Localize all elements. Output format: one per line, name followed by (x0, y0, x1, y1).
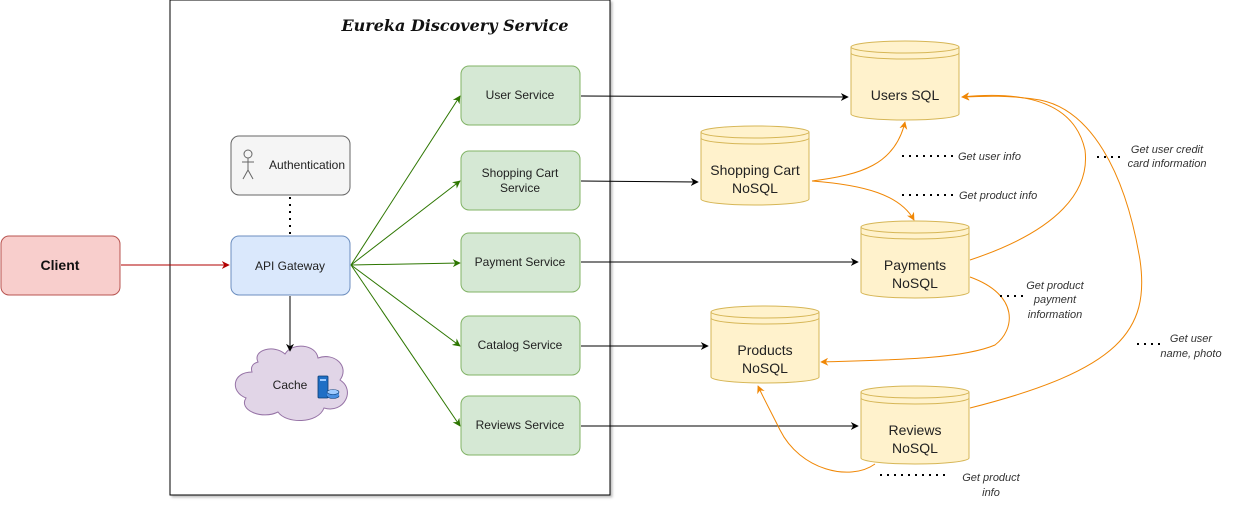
products-nosql-db[interactable]: Products NoSQL (710, 305, 820, 384)
note-credit-card-line1: Get user credit (1131, 144, 1204, 156)
note-product-payment-line1: Get product (1026, 280, 1084, 292)
reviews-db-label-line1: Reviews (889, 422, 942, 438)
shopping-cart-db-label-line1: Shopping Cart (710, 162, 800, 178)
note-product-info-reviews-line2: info (982, 487, 1000, 499)
gateway-payment-service-arrow (350, 259, 461, 268)
payments-db-label-line2: NoSQL (892, 275, 938, 291)
shopping-cart-service-node[interactable]: Shopping Cart Service (460, 150, 581, 211)
gateway-catalog-service-arrow (350, 264, 461, 347)
payments-nosql-db[interactable]: Payments NoSQL (860, 220, 970, 299)
note-product-info-cart: Get product info (959, 190, 1037, 202)
reviews-service-node[interactable]: Reviews Service (460, 395, 581, 456)
gateway-user-service-arrow (350, 95, 461, 266)
payments-db-label-line1: Payments (884, 257, 946, 273)
shopping-cart-db-label-line2: NoSQL (732, 180, 778, 196)
cart-service-db-arrow (580, 177, 699, 186)
note-credit-card-line2: card information (1128, 158, 1207, 170)
gateway-cart-service-arrow (350, 180, 461, 266)
reviews-service-label: Reviews Service (476, 418, 565, 432)
note-user-name-photo-line2: name, photo (1160, 348, 1221, 360)
shopping-cart-nosql-db[interactable]: Shopping Cart NoSQL (700, 125, 810, 206)
client-node[interactable]: Client (0, 235, 121, 296)
api-gateway-label: API Gateway (255, 259, 325, 273)
gateway-reviews-service-arrow (350, 264, 461, 427)
reviews-to-users-arrow (961, 92, 1143, 409)
users-sql-label: Users SQL (871, 87, 940, 103)
catalog-service-node[interactable]: Catalog Service (460, 315, 581, 376)
note-product-payment-line3: information (1028, 309, 1082, 321)
note-product-info-reviews-line1: Get product (962, 472, 1020, 484)
payments-to-users-arrow (961, 92, 1087, 261)
user-service-node[interactable]: User Service (460, 65, 581, 126)
shopping-cart-service-label-line1: Shopping Cart (482, 166, 559, 180)
products-db-label-line2: NoSQL (742, 360, 788, 376)
cart-to-users-arrow (811, 121, 908, 182)
authentication-label: Authentication (269, 158, 345, 172)
database-server-icon (317, 375, 340, 399)
cart-to-payments-arrow (811, 180, 915, 221)
user-actor-icon (242, 149, 254, 180)
shopping-cart-service-label-line2: Service (500, 181, 540, 195)
note-user-info: Get user info (958, 151, 1021, 163)
client-label: Client (41, 257, 80, 273)
eureka-title: Eureka Discovery Service (340, 16, 568, 35)
reviews-to-products-arrow (757, 385, 876, 473)
user-service-db-arrow (580, 92, 849, 101)
note-product-payment-line2: payment (1033, 294, 1077, 306)
payment-service-node[interactable]: Payment Service (460, 232, 581, 293)
cache-node[interactable]: Cache (235, 345, 348, 421)
catalog-service-label: Catalog Service (478, 338, 563, 352)
users-sql-db[interactable]: Users SQL (850, 40, 960, 121)
api-gateway-node[interactable]: API Gateway (230, 235, 351, 296)
user-service-label: User Service (486, 88, 555, 102)
payments-to-products-arrow (820, 276, 1010, 366)
reviews-nosql-db[interactable]: Reviews NoSQL (860, 385, 970, 465)
reviews-db-label-line2: NoSQL (892, 440, 938, 456)
note-user-name-photo-line1: Get user (1170, 333, 1214, 345)
cache-label: Cache (273, 378, 308, 392)
payment-service-label: Payment Service (475, 255, 566, 269)
authentication-node[interactable]: Authentication (230, 135, 351, 196)
products-db-label-line1: Products (737, 342, 792, 358)
